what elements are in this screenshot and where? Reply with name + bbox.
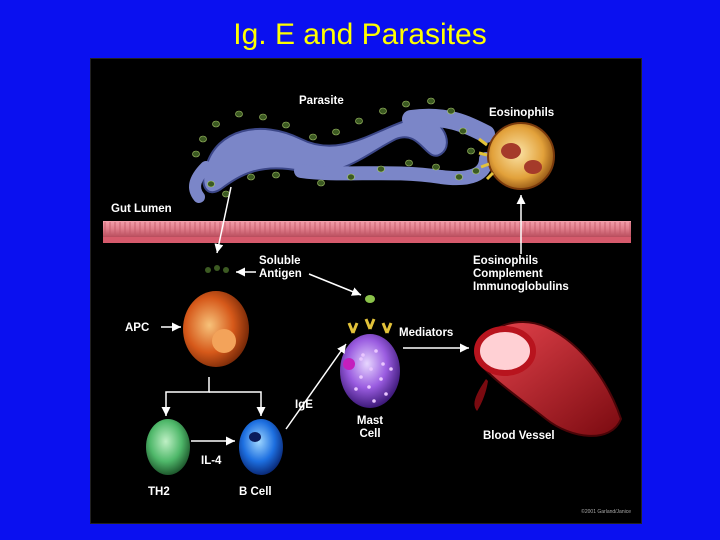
label-mast-cell: Mast Cell bbox=[356, 415, 384, 440]
label-th2: TH2 bbox=[148, 486, 170, 498]
apc-cell bbox=[183, 291, 249, 367]
arrow-antigen-to-mast bbox=[308, 273, 362, 296]
parasite-antigens bbox=[192, 97, 480, 198]
diagram-illustration bbox=[103, 97, 631, 475]
soluble-antigen-particles bbox=[205, 265, 229, 273]
diagram-arrows bbox=[161, 186, 526, 446]
arrow-parasite-to-antigen bbox=[214, 186, 232, 254]
blood-vessel bbox=[474, 321, 623, 437]
th2-cell bbox=[146, 419, 190, 475]
b-cell bbox=[239, 419, 283, 475]
label-blood-vessel: Blood Vessel bbox=[483, 430, 555, 442]
arrow-apc-to-bcell bbox=[209, 391, 266, 416]
arrow-bcell-to-mast bbox=[285, 343, 347, 430]
mast-cell bbox=[340, 295, 400, 408]
gut-lining bbox=[103, 221, 631, 243]
label-soluble-antigen: Soluble Antigen bbox=[259, 255, 302, 280]
label-apc: APC bbox=[125, 322, 150, 334]
label-eosinophils-complement: Eosinophils Complement Immunoglobulins bbox=[473, 255, 569, 293]
arrow-apc-to-th2 bbox=[161, 377, 210, 416]
eosinophil-cell bbox=[478, 122, 555, 190]
label-parasite: Parasite bbox=[299, 95, 344, 107]
label-b-cell: B Cell bbox=[239, 486, 272, 498]
slide-title: Ig. E and Parasites bbox=[233, 18, 487, 51]
diagram-panel: Parasite Eosinophils Gut Lumen Soluble A… bbox=[90, 58, 642, 524]
gut-lining-villi bbox=[104, 222, 631, 236]
label-mediators: Mediators bbox=[399, 327, 454, 339]
label-il4: IL-4 bbox=[201, 455, 222, 467]
copyright-notice: ©2001 Garland/Janice bbox=[581, 509, 631, 515]
label-ige: IgE bbox=[295, 399, 313, 411]
label-eosinophils: Eosinophils bbox=[489, 107, 555, 119]
label-gut-lumen: Gut Lumen bbox=[111, 203, 172, 215]
parasite-worm bbox=[189, 108, 495, 203]
